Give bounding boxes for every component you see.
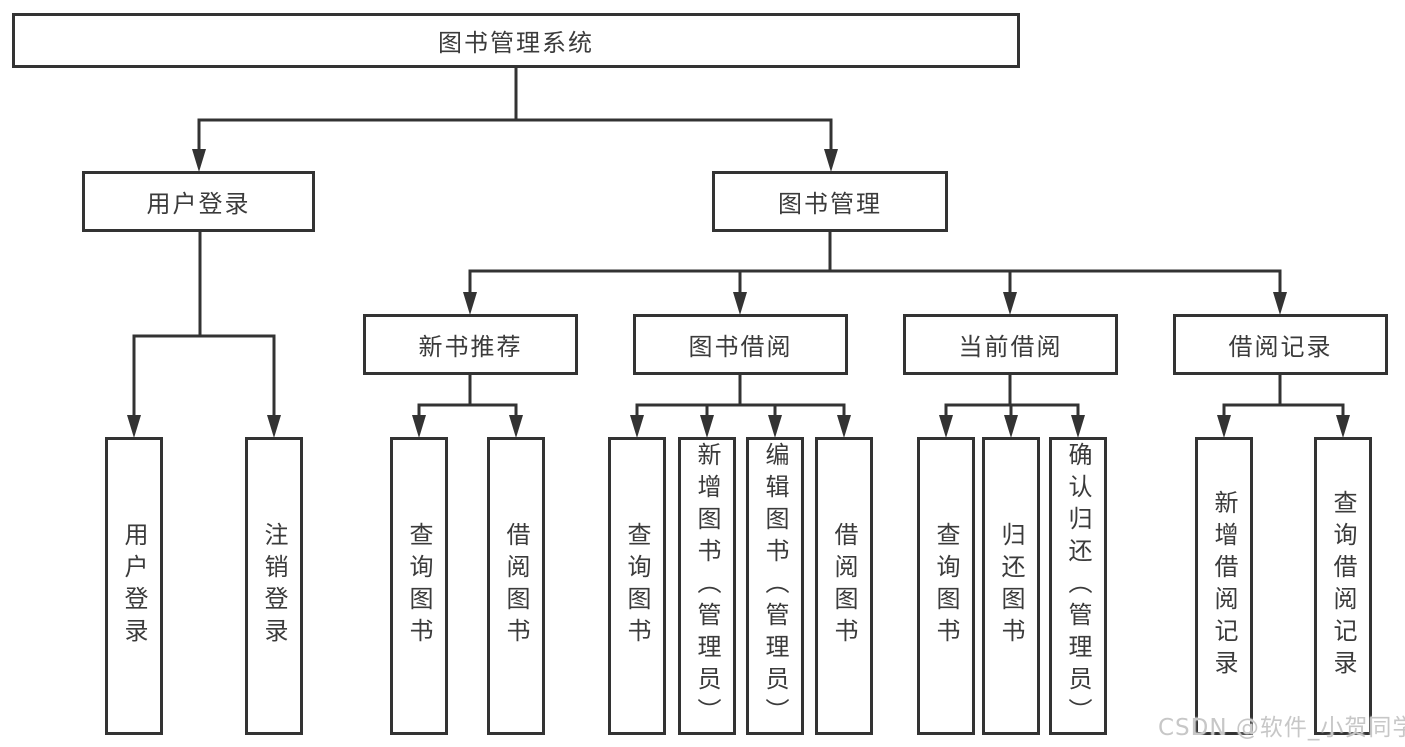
node-book-management-label: 图书管理 xyxy=(778,190,882,218)
node-current-borrow-label: 当前借阅 xyxy=(958,333,1063,361)
leaf-query-borrow-record: 查询借阅记录 xyxy=(1314,437,1372,735)
csdn-watermark: CSDN @软件_小贺同学 xyxy=(1158,715,1405,741)
leaf-logout-label: 注销登录 xyxy=(260,522,288,650)
leaf-confirm-return-admin-label: 确认归还（管理员） xyxy=(1064,442,1092,730)
node-borrow-records: 借阅记录 xyxy=(1173,314,1388,375)
leaf-user-login: 用户登录 xyxy=(105,437,163,735)
node-current-borrow: 当前借阅 xyxy=(903,314,1118,375)
leaf-confirm-return-admin: 确认归还（管理员） xyxy=(1049,437,1107,735)
leaf-return-books: 归还图书 xyxy=(982,437,1040,735)
leaf-edit-books-admin: 编辑图书（管理员） xyxy=(746,437,804,735)
leaf-query-borrow-record-label: 查询借阅记录 xyxy=(1329,490,1357,682)
node-new-book-recommend: 新书推荐 xyxy=(363,314,578,375)
leaf-return-books-label: 归还图书 xyxy=(997,522,1025,650)
node-user-login-label: 用户登录 xyxy=(146,190,251,218)
leaf-user-login-label: 用户登录 xyxy=(120,522,148,650)
leaf-current-query-books: 查询图书 xyxy=(917,437,975,735)
node-book-borrow: 图书借阅 xyxy=(633,314,848,375)
connector-paths xyxy=(132,68,1345,417)
leaf-add-books-admin: 新增图书（管理员） xyxy=(678,437,736,735)
arrowheads xyxy=(127,149,1350,438)
node-borrow-records-label: 借阅记录 xyxy=(1228,333,1333,361)
leaf-recommend-borrow-books: 借阅图书 xyxy=(487,437,545,735)
leaf-borrow-books-label: 借阅图书 xyxy=(830,522,858,650)
node-root: 图书管理系统 xyxy=(12,13,1020,68)
node-new-book-recommend-label: 新书推荐 xyxy=(418,333,523,361)
leaf-add-borrow-record: 新增借阅记录 xyxy=(1195,437,1253,735)
leaf-add-borrow-record-label: 新增借阅记录 xyxy=(1210,490,1238,682)
leaf-recommend-query-books: 查询图书 xyxy=(390,437,448,735)
leaf-recommend-query-books-label: 查询图书 xyxy=(405,522,433,650)
leaf-logout: 注销登录 xyxy=(245,437,303,735)
node-user-login: 用户登录 xyxy=(82,171,315,232)
node-book-borrow-label: 图书借阅 xyxy=(688,333,793,361)
leaf-borrow-query-books-label: 查询图书 xyxy=(623,522,651,650)
node-root-label: 图书管理系统 xyxy=(438,29,594,57)
node-book-management: 图书管理 xyxy=(712,171,948,232)
leaf-borrow-books: 借阅图书 xyxy=(815,437,873,735)
leaf-edit-books-admin-label: 编辑图书（管理员） xyxy=(761,442,789,730)
leaf-borrow-query-books: 查询图书 xyxy=(608,437,666,735)
leaf-add-books-admin-label: 新增图书（管理员） xyxy=(693,442,721,730)
leaf-recommend-borrow-books-label: 借阅图书 xyxy=(502,522,530,650)
leaf-current-query-books-label: 查询图书 xyxy=(932,522,960,650)
